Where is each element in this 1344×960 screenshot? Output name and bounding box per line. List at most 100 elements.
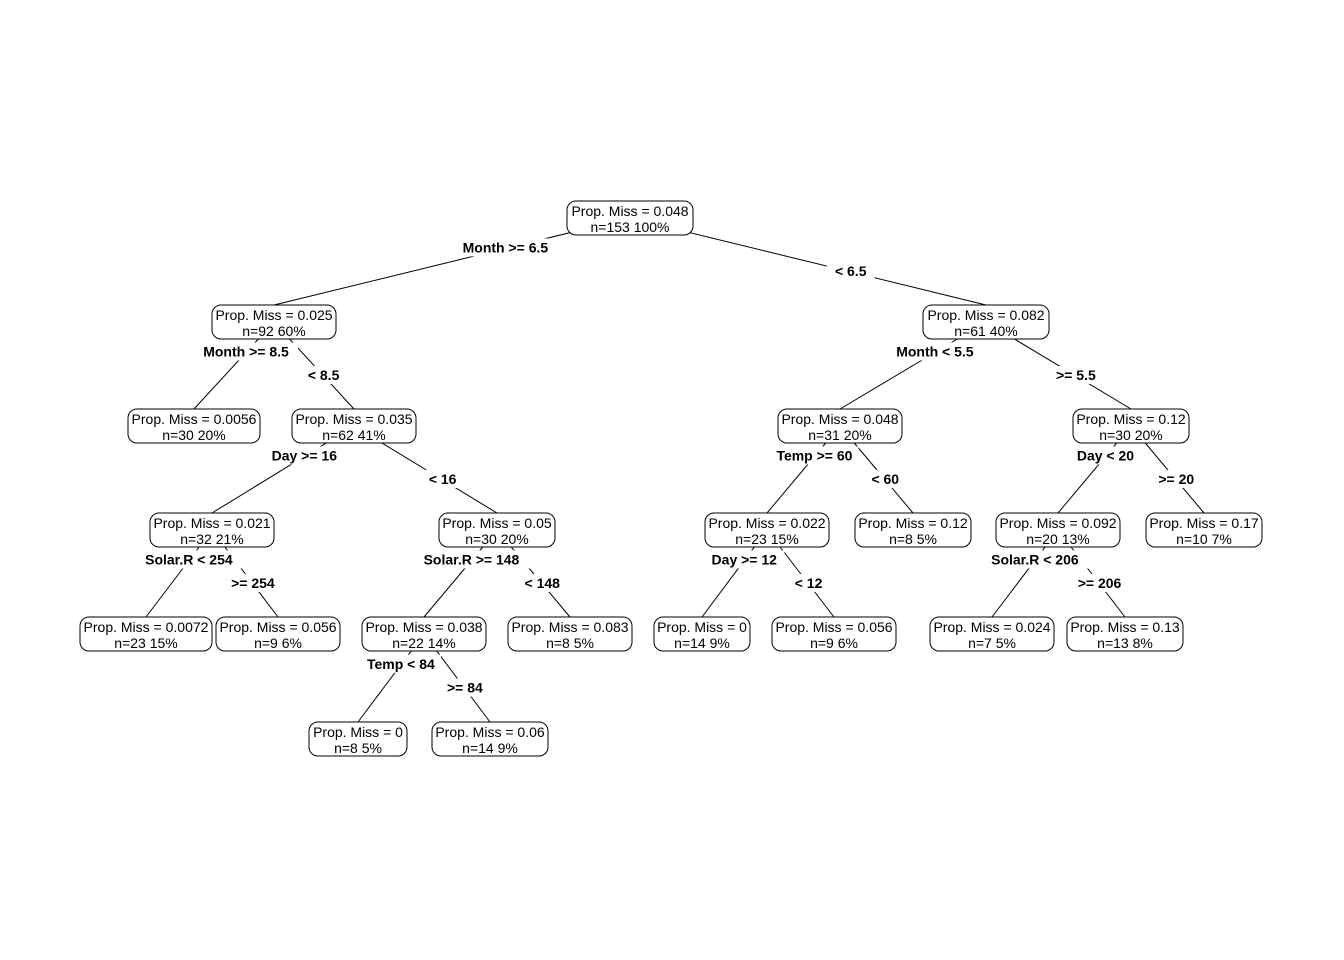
node-box [854, 512, 972, 548]
node-prop-label: Prop. Miss = 0.092 [999, 515, 1116, 531]
node-prop-label: Prop. Miss = 0.05 [442, 515, 552, 531]
split-label: Solar.R < 206 [991, 551, 1079, 567]
node-prop-label: Prop. Miss = 0.06 [435, 724, 545, 740]
node-box [149, 512, 275, 548]
node-count-label: n=8 5% [546, 635, 594, 651]
node-box [438, 512, 556, 548]
split-label-bg [1047, 365, 1104, 384]
node-box [215, 616, 341, 652]
split-label: >= 254 [231, 575, 275, 591]
split-label: Temp < 84 [367, 656, 435, 672]
node-count-label: n=30 20% [162, 427, 225, 443]
node-prop-label: Prop. Miss = 0.13 [1070, 619, 1180, 635]
node-box [291, 408, 417, 444]
split-label: Day >= 16 [272, 447, 338, 463]
node-count-label: n=31 20% [808, 427, 871, 443]
node-prop-label: Prop. Miss = 0.17 [1149, 515, 1259, 531]
node-box [127, 408, 261, 444]
node-count-label: n=23 15% [114, 635, 177, 651]
split-label-bg [194, 342, 298, 361]
node-box [431, 721, 549, 757]
split-label: >= 20 [1158, 471, 1194, 487]
split-label-bg [1071, 573, 1128, 592]
tree-node-n2a2: Prop. Miss = 0.12n=8 5% [854, 512, 972, 548]
split-label: >= 206 [1078, 575, 1122, 591]
node-prop-label: Prop. Miss = 0.038 [365, 619, 482, 635]
split-label: < 6.5 [835, 263, 867, 279]
node-box [566, 200, 694, 236]
node-box [771, 616, 897, 652]
node-box [1066, 616, 1184, 652]
split-label: >= 5.5 [1056, 367, 1096, 383]
node-prop-label: Prop. Miss = 0.056 [219, 619, 336, 635]
node-box [308, 721, 408, 757]
node-count-label: n=23 15% [735, 531, 798, 547]
node-count-label: n=8 5% [334, 740, 382, 756]
node-prop-label: Prop. Miss = 0.022 [708, 515, 825, 531]
node-box [704, 512, 830, 548]
node-box [1145, 512, 1263, 548]
tree-node-n2a1a: Prop. Miss = 0n=14 9% [653, 616, 751, 652]
node-box [922, 304, 1050, 340]
split-label: >= 84 [447, 680, 483, 696]
node-prop-label: Prop. Miss = 0.056 [775, 619, 892, 635]
node-prop-label: Prop. Miss = 0.025 [215, 307, 332, 323]
node-count-label: n=30 20% [1099, 427, 1162, 443]
split-label-bg [1152, 469, 1201, 488]
node-prop-label: Prop. Miss = 0.12 [858, 515, 968, 531]
node-box [361, 616, 487, 652]
node-prop-label: Prop. Miss = 0 [313, 724, 403, 740]
split-label: Month < 5.5 [896, 343, 974, 359]
node-box [211, 304, 337, 340]
node-prop-label: Prop. Miss = 0.048 [781, 411, 898, 427]
split-label-bg [518, 573, 567, 592]
node-box [507, 616, 633, 652]
split-label: < 12 [795, 575, 823, 591]
node-count-label: n=10 7% [1176, 531, 1232, 547]
node-count-label: n=8 5% [889, 531, 937, 547]
node-count-label: n=14 9% [674, 635, 730, 651]
node-count-label: n=92 60% [242, 323, 305, 339]
split-label-bg [264, 446, 345, 465]
split-label-bg [978, 550, 1091, 569]
node-prop-label: Prop. Miss = 0.048 [571, 203, 688, 219]
node-box [995, 512, 1121, 548]
split-label: Month >= 6.5 [463, 239, 549, 255]
split-label: Day >= 12 [712, 551, 778, 567]
node-box [777, 408, 903, 444]
node-prop-label: Prop. Miss = 0.083 [511, 619, 628, 635]
node-count-label: n=22 14% [392, 635, 455, 651]
split-label-bg [788, 573, 829, 592]
split-label-bg [360, 654, 441, 673]
split-label-bg [886, 342, 983, 361]
tree-node-n1b2: Prop. Miss = 0.05n=30 20% [438, 512, 556, 548]
node-prop-label: Prop. Miss = 0.0056 [132, 411, 257, 427]
split-label-bg [826, 261, 875, 280]
split-label: < 8.5 [308, 367, 340, 383]
split-label-bg [422, 469, 463, 488]
node-count-label: n=32 21% [180, 531, 243, 547]
node-count-label: n=61 40% [954, 323, 1017, 339]
node-box [1072, 408, 1190, 444]
split-label-bg [411, 550, 532, 569]
split-label: Month >= 8.5 [203, 343, 289, 359]
split-label-bg [770, 446, 859, 465]
tree-node-n1b2a1: Prop. Miss = 0n=8 5% [308, 721, 408, 757]
node-prop-label: Prop. Miss = 0.024 [933, 619, 1050, 635]
split-label-bg [224, 573, 281, 592]
tree-node-n2b1b: Prop. Miss = 0.13n=13 8% [1066, 616, 1184, 652]
